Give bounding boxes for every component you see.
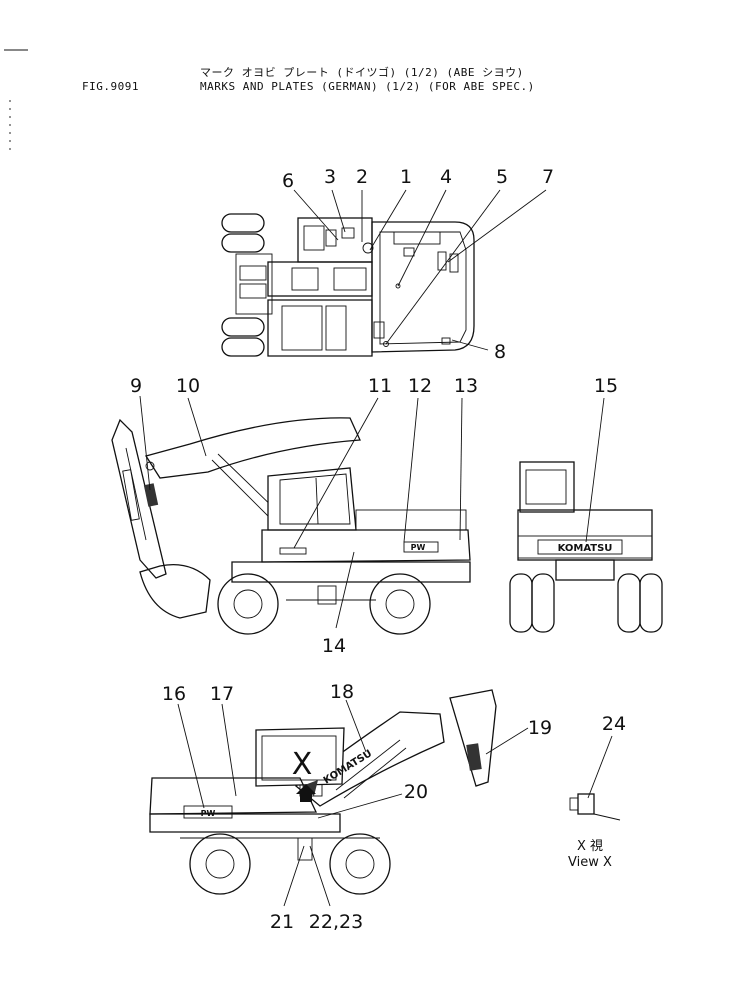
callout-6: 6: [282, 170, 294, 192]
callout-5: 5: [496, 166, 508, 188]
callout-7: 7: [542, 166, 554, 188]
callout-24: 24: [602, 713, 626, 735]
callout-12: 12: [408, 375, 432, 397]
callout-16: 16: [162, 683, 186, 705]
callout-20: 20: [404, 781, 428, 803]
title-japanese: マーク オヨビ プレート (ドイツゴ) (1/2) (ABE シヨウ): [200, 66, 524, 79]
callout-15: 15: [594, 375, 618, 397]
callout-14: 14: [322, 635, 346, 657]
callout-8: 8: [494, 341, 506, 363]
fig-label: FIG.9091: [82, 80, 139, 93]
view-x-marker: X: [292, 747, 313, 782]
rear-brand-decal: KOMATSU: [558, 543, 613, 554]
callout-11: 11: [368, 375, 392, 397]
view-x-drawing: [569, 735, 621, 821]
left-side-view-drawing: [111, 395, 471, 635]
callout-13: 13: [454, 375, 478, 397]
callout-17: 17: [210, 683, 234, 705]
top-view-drawing: [221, 189, 547, 357]
callout-1: 1: [400, 166, 412, 188]
right-model-decal: PW: [201, 809, 216, 818]
callout-18: 18: [330, 681, 354, 703]
callout-4: 4: [440, 166, 452, 188]
callout-2: 2: [356, 166, 368, 188]
view-direction-arrow: [296, 784, 316, 802]
callout-9: 9: [130, 375, 142, 397]
callout-10: 10: [176, 375, 200, 397]
right-side-view-drawing: [149, 689, 529, 907]
callout-21: 21: [270, 911, 294, 933]
view-x-label-jp: X 視: [577, 839, 603, 854]
callout-19: 19: [528, 717, 552, 739]
rear-view-drawing: [509, 397, 663, 633]
view-x-label-en: View X: [568, 855, 612, 870]
callout-22-23: 22,23: [309, 911, 363, 933]
callout-3: 3: [324, 166, 336, 188]
side-model-decal: PW: [411, 543, 426, 552]
title-english: MARKS AND PLATES (GERMAN) (1/2) (FOR ABE…: [200, 80, 535, 93]
